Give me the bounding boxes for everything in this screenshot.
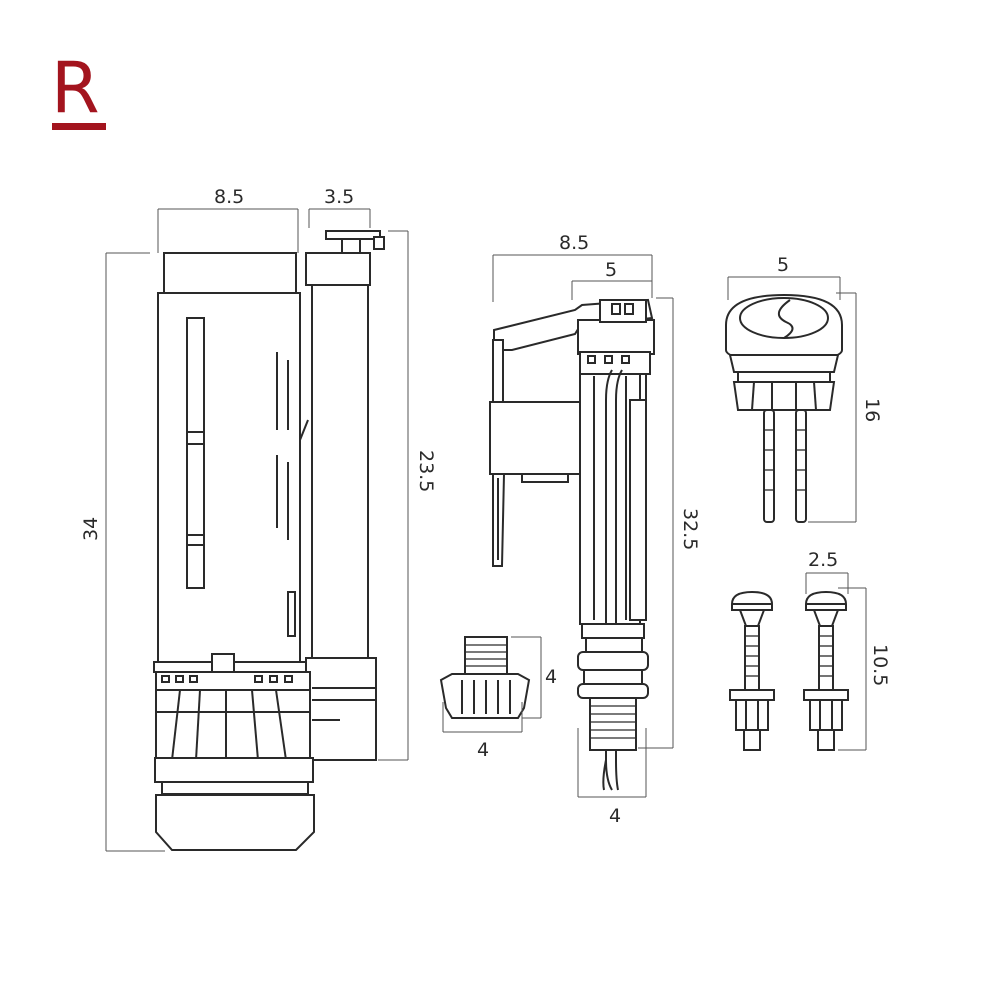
dim-nut-height: 4 [545, 666, 557, 688]
bolt-washer [803, 689, 849, 701]
bolt-dimensions: 2.5 10.5 [805, 549, 891, 751]
button-cage [732, 381, 836, 411]
flush-dimensions: 8.5 3.5 34 23.5 [80, 186, 437, 852]
dim-button-width: 5 [777, 254, 789, 276]
dim-bolt-length: 10.5 [869, 644, 891, 686]
fill-refill-tube [605, 369, 613, 791]
overflow-tube [311, 284, 369, 661]
bolt-washer [729, 689, 775, 701]
flush-base [155, 794, 315, 851]
button-rod-left [763, 409, 775, 523]
fill-shank [589, 697, 637, 751]
flush-ring [154, 757, 314, 783]
bolt-nut [809, 699, 843, 731]
nut-drawing [439, 636, 531, 719]
fixing-bolt-right [803, 590, 849, 751]
nut-thread [464, 636, 508, 676]
dim-fill-height: 32.5 [679, 508, 701, 550]
nut-dimensions: 4 4 [442, 636, 557, 761]
push-button-drawing [725, 293, 843, 523]
fill-lock-nut [577, 651, 649, 671]
bolt-head [731, 590, 773, 611]
logo-letter: R [51, 47, 100, 129]
dim-bolt-width: 2.5 [808, 549, 838, 571]
flush-body [157, 292, 301, 664]
overflow-cap [305, 252, 371, 286]
flush-valve-drawing [153, 230, 385, 851]
flush-cage [155, 671, 311, 761]
dim-fill-head-width: 5 [605, 259, 617, 281]
flush-slot [186, 317, 205, 589]
dim-flush-width: 8.5 [214, 186, 244, 208]
dim-fill-width: 8.5 [559, 232, 589, 254]
dim-overflow-width: 3.5 [324, 186, 354, 208]
dim-button-height: 16 [861, 398, 883, 422]
bolt-nut [735, 699, 769, 731]
fill-head [577, 319, 655, 355]
fill-valve-drawing [489, 298, 655, 791]
dim-fill-shank-width: 4 [609, 805, 621, 827]
bolt-head [805, 590, 847, 611]
button-rod-right [795, 409, 807, 523]
dim-flush-height: 34 [80, 517, 102, 541]
brand-logo: R [51, 47, 106, 130]
fixing-bolt-left [729, 590, 775, 751]
logo-underline [52, 123, 106, 130]
dim-overflow-height: 23.5 [415, 450, 437, 492]
dual-flush-split [778, 299, 794, 339]
overflow-base [305, 657, 377, 761]
button-dimensions: 5 16 [727, 254, 883, 523]
flush-top-cap [163, 252, 297, 294]
fill-dimensions: 8.5 5 32.5 4 [492, 232, 701, 827]
overflow-knob [325, 230, 381, 240]
dim-nut-width: 4 [477, 739, 489, 761]
